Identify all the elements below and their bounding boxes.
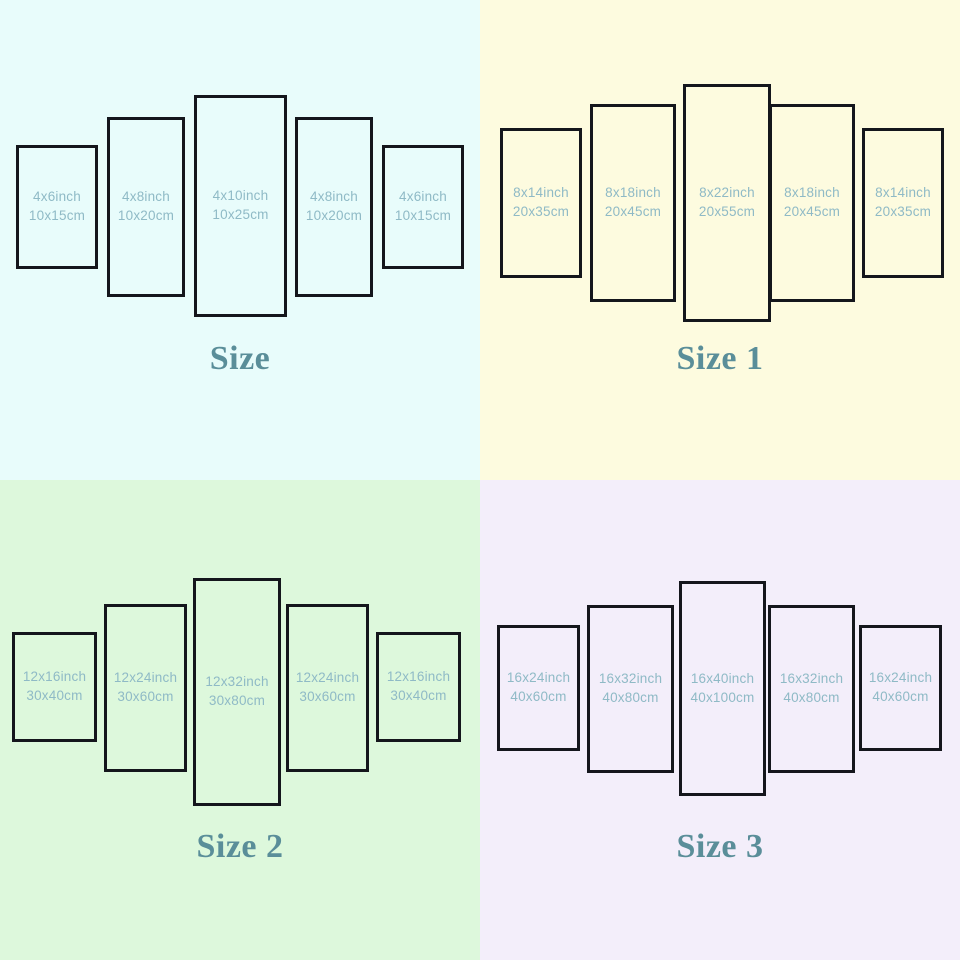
panel-size-inch: 4x8inch bbox=[122, 189, 170, 205]
size-group-title: Size 1 bbox=[676, 340, 764, 377]
size-panel[interactable]: 4x10inch 10x25cm bbox=[194, 95, 287, 317]
size-panel[interactable]: 16x24inch 40x60cm bbox=[859, 625, 942, 751]
size-panel[interactable]: 12x24inch 30x60cm bbox=[104, 604, 187, 772]
size-panel[interactable]: 8x22inch 20x55cm bbox=[683, 84, 771, 322]
panel-size-inch: 16x40inch bbox=[690, 670, 755, 686]
panel-size-cm: 40x60cm bbox=[510, 689, 567, 704]
size-group-title: Size 3 bbox=[676, 828, 764, 865]
panel-size-label: 8x18inch 20x45cm bbox=[605, 184, 661, 221]
panel-size-cm: 20x45cm bbox=[604, 204, 662, 219]
panel-size-inch: 16x32inch bbox=[598, 671, 663, 687]
panel-size-label: 8x14inch 20x35cm bbox=[875, 184, 931, 221]
panel-size-label: 16x24inch 40x60cm bbox=[507, 669, 570, 706]
panel-size-inch: 4x6inch bbox=[33, 189, 81, 205]
panel-size-cm: 40x80cm bbox=[783, 690, 840, 705]
panel-size-inch: 8x18inch bbox=[605, 185, 661, 201]
panel-size-inch: 8x14inch bbox=[513, 185, 569, 201]
size-panel[interactable]: 4x6inch 10x15cm bbox=[382, 145, 464, 269]
panel-size-label: 4x6inch 10x15cm bbox=[29, 188, 85, 225]
panel-size-inch: 4x10inch bbox=[212, 188, 269, 204]
panel-size-label: 4x10inch 10x25cm bbox=[212, 187, 268, 224]
panel-size-cm: 30x80cm bbox=[208, 693, 266, 708]
size-panel[interactable]: 4x6inch 10x15cm bbox=[16, 145, 98, 269]
panel-size-label: 8x22inch 20x55cm bbox=[699, 184, 755, 221]
size-panel[interactable]: 16x32inch 40x80cm bbox=[768, 605, 855, 773]
panel-size-cm: 10x20cm bbox=[305, 208, 363, 223]
size-group-0: 4x6inch 10x15cm 4x8inch 10x20cm 4x10inch 10x2… bbox=[0, 0, 480, 480]
size-panel[interactable]: 16x32inch 40x80cm bbox=[587, 605, 674, 773]
panel-size-label: 16x40inch 40x100cm bbox=[691, 670, 755, 707]
panel-size-inch: 8x14inch bbox=[875, 185, 931, 201]
panel-size-inch: 16x24inch bbox=[868, 670, 933, 686]
size-panel[interactable]: 4x8inch 10x20cm bbox=[295, 117, 373, 297]
size-panel[interactable]: 12x16inch 30x40cm bbox=[376, 632, 461, 742]
size-group-2: 12x16inch 30x40cm 12x24inch 30x60cm 12x32inc… bbox=[0, 480, 480, 960]
size-group-1: 8x14inch 20x35cm 8x18inch 20x45cm 8x22inch 20… bbox=[480, 0, 960, 480]
panel-size-cm: 20x55cm bbox=[698, 204, 756, 219]
panel-size-label: 12x16inch 30x40cm bbox=[387, 668, 450, 705]
panel-size-inch: 16x32inch bbox=[779, 671, 844, 687]
panel-size-label: 16x32inch 40x80cm bbox=[599, 670, 662, 707]
size-panel[interactable]: 12x24inch 30x60cm bbox=[286, 604, 369, 772]
size-panel[interactable]: 8x14inch 20x35cm bbox=[862, 128, 944, 278]
panel-size-cm: 40x60cm bbox=[872, 689, 929, 704]
panel-size-cm: 40x80cm bbox=[602, 690, 659, 705]
panel-size-label: 4x8inch 10x20cm bbox=[306, 188, 362, 225]
size-panel[interactable]: 12x32inch 30x80cm bbox=[193, 578, 281, 806]
panel-size-inch: 12x16inch bbox=[386, 669, 451, 685]
panel-size-cm: 20x45cm bbox=[783, 204, 841, 219]
panel-size-cm: 10x20cm bbox=[117, 208, 175, 223]
panel-size-cm: 40x100cm bbox=[690, 689, 755, 705]
panel-size-cm: 10x15cm bbox=[394, 208, 452, 223]
panel-size-cm: 30x60cm bbox=[299, 689, 356, 704]
panel-size-label: 12x24inch 30x60cm bbox=[114, 669, 177, 706]
panel-size-label: 12x24inch 30x60cm bbox=[296, 669, 359, 706]
size-panel[interactable]: 16x40inch 40x100cm bbox=[679, 581, 766, 796]
panel-size-inch: 8x18inch bbox=[784, 185, 840, 201]
size-panel[interactable]: 8x18inch 20x45cm bbox=[590, 104, 676, 302]
size-panel[interactable]: 12x16inch 30x40cm bbox=[12, 632, 97, 742]
size-group-title: Size 2 bbox=[196, 828, 284, 865]
panel-size-cm: 30x40cm bbox=[26, 688, 83, 703]
panel-size-inch: 8x22inch bbox=[699, 185, 755, 201]
panel-size-inch: 4x8inch bbox=[310, 189, 358, 205]
panel-size-inch: 12x24inch bbox=[295, 670, 360, 686]
panel-size-cm: 30x60cm bbox=[117, 689, 174, 704]
panel-size-inch: 12x32inch bbox=[205, 674, 269, 690]
panel-size-inch: 12x24inch bbox=[113, 670, 178, 686]
panel-size-label: 4x8inch 10x20cm bbox=[118, 188, 174, 225]
panel-size-inch: 12x16inch bbox=[22, 669, 87, 685]
panel-size-label: 4x6inch 10x15cm bbox=[395, 188, 451, 225]
panel-size-label: 8x14inch 20x35cm bbox=[513, 184, 569, 221]
panel-size-cm: 30x40cm bbox=[390, 688, 447, 703]
size-panel[interactable]: 16x24inch 40x60cm bbox=[497, 625, 580, 751]
panel-size-label: 16x24inch 40x60cm bbox=[869, 669, 932, 706]
panel-size-cm: 20x35cm bbox=[512, 204, 570, 219]
panel-size-inch: 4x6inch bbox=[399, 189, 447, 205]
size-panel[interactable]: 8x18inch 20x45cm bbox=[769, 104, 855, 302]
size-panel[interactable]: 4x8inch 10x20cm bbox=[107, 117, 185, 297]
panel-size-label: 8x18inch 20x45cm bbox=[784, 184, 840, 221]
panel-size-cm: 20x35cm bbox=[874, 204, 932, 219]
panel-size-label: 16x32inch 40x80cm bbox=[780, 670, 843, 707]
size-group-title: Size bbox=[209, 340, 271, 377]
panel-size-label: 12x16inch 30x40cm bbox=[23, 668, 86, 705]
size-panel[interactable]: 8x14inch 20x35cm bbox=[500, 128, 582, 278]
panel-size-cm: 10x15cm bbox=[28, 208, 86, 223]
panel-size-inch: 16x24inch bbox=[506, 670, 571, 686]
size-group-3: 16x24inch 40x60cm 16x32inch 40x80cm 16x40inc… bbox=[480, 480, 960, 960]
panel-size-label: 12x32inch 30x80cm bbox=[205, 673, 268, 710]
panel-size-cm: 10x25cm bbox=[212, 207, 269, 222]
